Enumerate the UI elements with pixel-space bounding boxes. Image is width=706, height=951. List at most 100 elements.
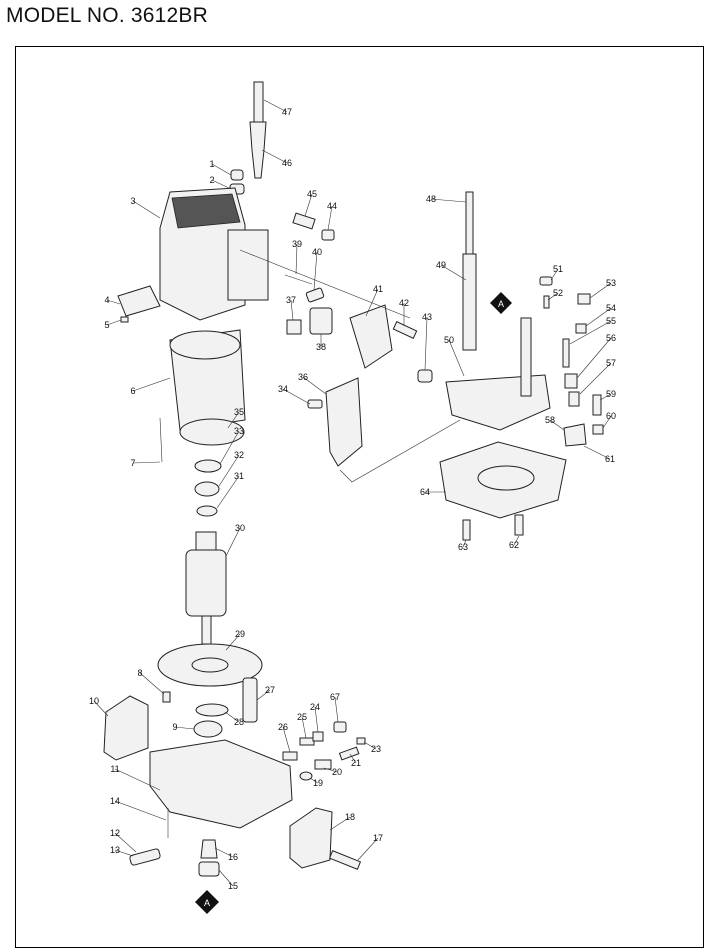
part-57-spring [568, 391, 580, 407]
leader-line-11 [114, 768, 161, 791]
leader-line-51 [550, 268, 559, 281]
leader-line-63 [462, 539, 467, 548]
part-62-screw [514, 514, 524, 536]
part-46-cord-guard [249, 121, 267, 179]
leader-line-28 [224, 711, 240, 723]
leader-line-15 [218, 869, 234, 887]
leader-line-19 [309, 777, 319, 784]
callout-number-32: 32 [234, 450, 244, 460]
callout-number-64: 64 [420, 487, 430, 497]
callout-number-18: 18 [345, 812, 355, 822]
callout-number-10: 10 [89, 696, 99, 706]
model-number-title: MODEL NO. 3612BR [6, 4, 208, 27]
leader-line-34 [282, 388, 311, 405]
callout-number-63: 63 [458, 542, 468, 552]
part-6-field-top [169, 330, 241, 360]
callout-number-54: 54 [606, 303, 616, 313]
leader-line-20 [323, 767, 338, 773]
callout-number-15: 15 [228, 881, 238, 891]
part-5-screw [120, 316, 129, 323]
callout-number-29: 29 [235, 629, 245, 639]
callout-number-30: 30 [235, 523, 245, 533]
part-25-pin [299, 737, 315, 746]
leader-line-27 [256, 689, 271, 701]
part-45-spring [292, 212, 316, 230]
leader-line-49 [440, 264, 467, 281]
callout-number-24: 24 [310, 702, 320, 712]
callout-number-28: 28 [234, 717, 244, 727]
leader-line-37 [290, 299, 294, 321]
callout-number-53: 53 [606, 278, 616, 288]
leader-line-41 [365, 288, 379, 317]
leader-line-45 [304, 193, 313, 217]
callout-number-46: 46 [282, 158, 292, 168]
part-55-screw [562, 338, 570, 368]
part-9-ball-bearing [193, 720, 223, 738]
leader-line-25 [301, 716, 307, 739]
callout-number-3: 3 [130, 196, 135, 206]
part-49-spring [462, 253, 477, 351]
part-28-retaining-ring [195, 703, 229, 717]
leader-line-26 [282, 726, 291, 753]
callout-number-7: 7 [130, 458, 135, 468]
part-18-handle-right [289, 807, 333, 869]
callout-number-62: 62 [509, 540, 519, 550]
callout-number-20: 20 [332, 767, 342, 777]
leader-line-46 [261, 149, 288, 164]
part-52-pin [543, 295, 550, 309]
part-60-nut [592, 424, 604, 435]
callout-number-6: 6 [130, 386, 135, 396]
callout-number-12: 12 [110, 828, 120, 838]
part-19-washer [299, 771, 313, 781]
diagram-frame [15, 46, 704, 948]
part-15-collet-nut [198, 861, 220, 877]
leader-line-47 [263, 99, 288, 113]
leader-line-50 [448, 339, 465, 377]
leader-line-58 [549, 419, 565, 431]
callout-number-23: 23 [371, 744, 381, 754]
part-11-motor-base [149, 739, 293, 829]
leader-line-5 [106, 319, 122, 326]
leader-line-32 [218, 454, 240, 487]
callout-number-19: 19 [313, 778, 323, 788]
callout-number-40: 40 [312, 247, 322, 257]
callout-number-52: 52 [553, 288, 563, 298]
leader-line-1 [211, 163, 232, 176]
part-1-cap [230, 169, 244, 181]
callout-number-56: 56 [606, 333, 616, 343]
callout-number-35: 35 [234, 407, 244, 417]
leader-line-30 [225, 527, 241, 557]
part-34-wing-bolt [307, 399, 323, 409]
leader-line-14 [114, 800, 167, 821]
callout-number-33: 33 [234, 426, 244, 436]
callout-number-43: 43 [422, 312, 432, 322]
part-44-knob [321, 229, 335, 241]
callout-number-16: 16 [228, 852, 238, 862]
part-16-collet-cone [200, 839, 218, 859]
leader-line-55 [569, 320, 612, 345]
callout-number-2: 2 [209, 175, 214, 185]
leader-line-17 [357, 837, 379, 861]
leader-line-57 [579, 362, 612, 395]
leader-line-6 [132, 377, 171, 392]
leader-line-53 [589, 282, 612, 299]
callout-number-48: 48 [426, 194, 436, 204]
marker-diamond-bottom [195, 890, 219, 914]
part-50-post-right [520, 317, 532, 397]
callout-number-45: 45 [307, 189, 317, 199]
callout-number-8: 8 [137, 668, 142, 678]
callout-number-59: 59 [606, 389, 616, 399]
callout-number-14: 14 [110, 796, 120, 806]
leader-line-54 [585, 307, 612, 327]
callout-number-60: 60 [606, 411, 616, 421]
leader-line-40 [313, 251, 318, 291]
callout-number-67: 67 [330, 692, 340, 702]
leader-line-2 [211, 179, 232, 190]
part-54-nut [575, 323, 587, 334]
part-31-washer [196, 505, 218, 517]
leader-line-62 [513, 535, 520, 546]
callout-number-17: 17 [373, 833, 383, 843]
leader-line-13 [114, 849, 134, 857]
leader-line-67 [334, 696, 339, 723]
leader-line-36 [302, 376, 327, 395]
